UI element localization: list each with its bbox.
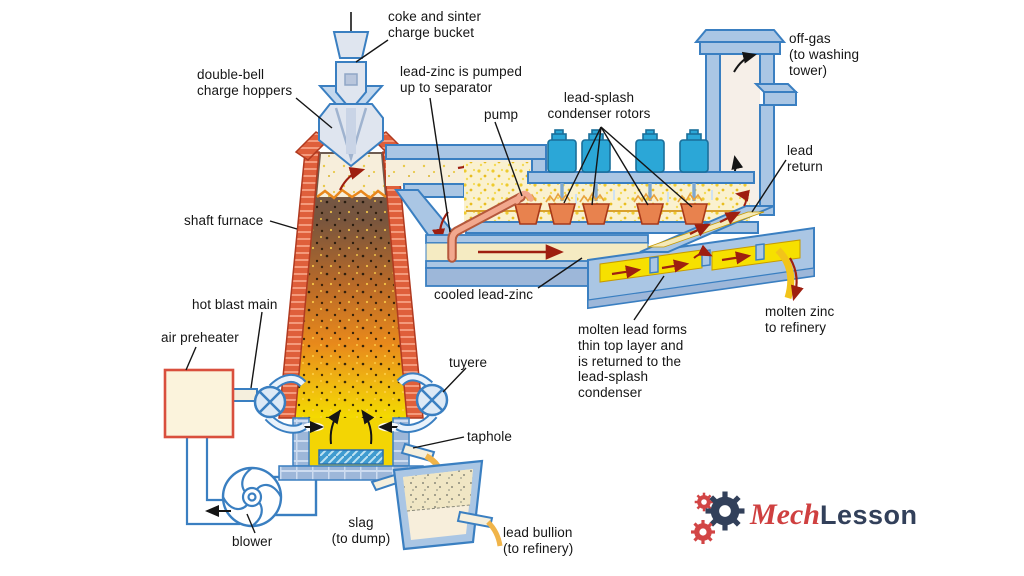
label-off-gas: off-gas (to washing tower) (789, 31, 860, 78)
gears-icon (690, 491, 745, 544)
label-charge-hoppers: double-bell charge hoppers (197, 67, 293, 98)
blower-assembly (185, 437, 318, 528)
mechlesson-logo: Mech Lesson (690, 486, 918, 544)
label-molten-zinc: molten zinc to refinery (765, 304, 835, 335)
label-pump: pump (484, 107, 519, 122)
splash-cups (511, 192, 709, 225)
logo-text-lesson: Lesson (820, 499, 918, 530)
logo-text-mech: Mech (750, 498, 820, 531)
label-coke-bucket: coke and sinter charge bucket (388, 9, 482, 40)
slag-ladle (370, 442, 503, 551)
separator (425, 189, 815, 310)
leader-lines (185, 39, 787, 534)
label-lead-bullion: lead bullion (to refinery) (503, 525, 574, 556)
tuyeres (253, 372, 449, 434)
label-condenser-rotors: lead-splash condenser rotors (547, 90, 651, 121)
label-lead-zinc-pumped: lead-zinc is pumped up to separator (400, 64, 522, 95)
label-blower: blower (232, 534, 273, 549)
label-shaft-furnace: shaft furnace (184, 213, 264, 228)
label-slag: slag (to dump) (331, 515, 391, 546)
charge-system (317, 12, 385, 168)
label-hot-blast-main: hot blast main (192, 297, 278, 312)
label-taphole: taphole (467, 429, 512, 444)
label-cooled-lead-zinc: cooled lead-zinc (434, 287, 534, 302)
label-lead-return: lead return (787, 143, 823, 174)
label-tuyere: tuyere (449, 355, 488, 370)
lead-splash-condenser (464, 129, 759, 234)
label-molten-lead-note: molten lead forms thin top layer and is … (578, 322, 687, 401)
shaft-furnace-structure (278, 131, 424, 481)
rotor-motors (547, 129, 709, 201)
label-air-preheater: air preheater (161, 330, 239, 345)
air-preheater-unit (163, 368, 258, 439)
